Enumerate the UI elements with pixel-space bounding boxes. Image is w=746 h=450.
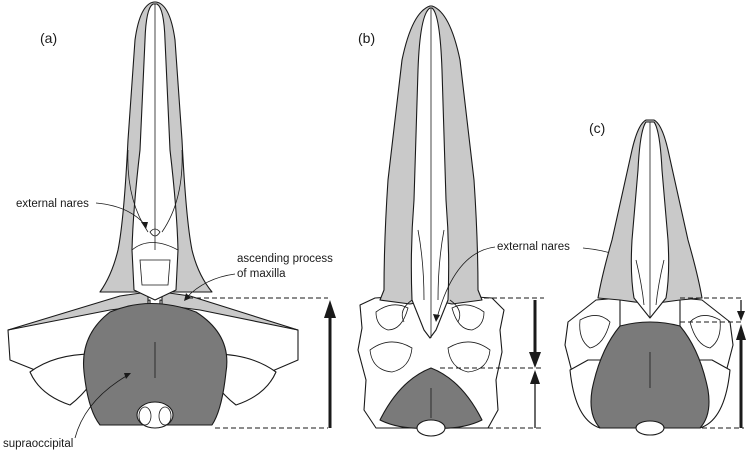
arrow-c-up (736, 324, 746, 340)
skull-c (564, 119, 734, 436)
skull-b-premaxilla (410, 7, 450, 339)
supraoccipital-leader (74, 374, 129, 439)
ascending-process-leader (185, 273, 236, 299)
arrow-b-up (530, 370, 540, 384)
arrow-b-down (529, 352, 541, 368)
supraoccipital-label: supraoccipital (3, 438, 73, 450)
skull-a (7, 1, 299, 429)
arrow-a-up (324, 300, 336, 318)
panel-b-label: (b) (358, 30, 375, 46)
panel-a-label: (a) (40, 30, 57, 46)
arrow-c-down (737, 311, 745, 321)
ascending-process-label-1: ascending process (237, 253, 333, 265)
skull-b (357, 5, 505, 437)
skull-a-left-maxilla-flare (7, 291, 149, 331)
external-nares-label-a: external nares (16, 198, 89, 210)
panel-c-label: (c) (589, 120, 605, 136)
ascending-process-label-2: of maxilla (237, 268, 286, 280)
skull-a-right-maxilla-flare (161, 291, 299, 331)
external-nares-label-b: external nares (497, 241, 570, 253)
external-nares-leader-b1 (436, 246, 496, 319)
